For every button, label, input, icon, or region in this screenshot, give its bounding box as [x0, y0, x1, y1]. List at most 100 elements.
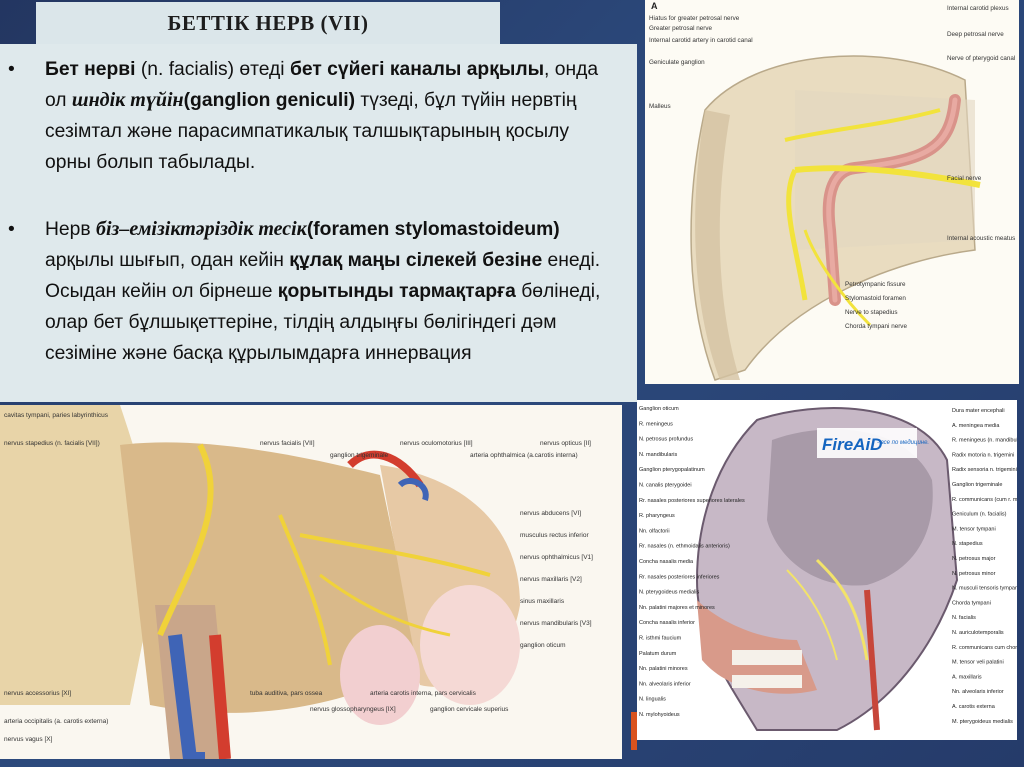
- fc-right-label: N. musculi tensoris tympani: [952, 586, 1017, 592]
- watermark-logo: FireAiD: [822, 435, 882, 454]
- bullet-1-part: , онда ол: [45, 59, 599, 111]
- fc-left-label: Rr. nasales (n. ethmoidalis anterioris): [639, 544, 730, 550]
- fc-right-label: M. pterygoideus medialis: [952, 719, 1013, 725]
- fc-left-label: Concha nasalis media: [639, 559, 694, 565]
- fc-right-label: N. auriculotemporalis: [952, 630, 1004, 636]
- fa-left-label: Greater petrosal nerve: [649, 25, 712, 32]
- fb-right-label: nervus abducens [VI]: [520, 510, 581, 517]
- fb-left-label: nervus accessorius [XI]: [4, 690, 71, 697]
- bullet-2-branches: қорытынды тармақтарға: [277, 281, 516, 302]
- fa-right-label: Deep petrosal nerve: [947, 31, 1004, 38]
- bullet-1-text: Бет нерві (n. facialis) өтеді бет сүйегі…: [45, 54, 608, 178]
- bullet-dot: •: [8, 219, 15, 240]
- fc-right-label: Dura mater encephali: [952, 408, 1005, 414]
- bullet-2-part: Нерв: [45, 219, 96, 240]
- fb-top-label: ganglion trigeminale: [330, 452, 389, 459]
- fc-right-label: Radix motoria n. trigemini: [952, 452, 1014, 458]
- fc-right-label: A. maxillaris: [952, 674, 982, 680]
- fb-left-label: nervus vagus [X]: [4, 736, 53, 743]
- fc-left-label: Rr. nasales posteriores inferiores: [639, 574, 720, 580]
- fc-left-label: N. lingualis: [639, 697, 666, 703]
- figure-letter: A: [651, 1, 658, 11]
- fc-right-label: M. tensor veli palatini: [952, 660, 1004, 666]
- bullet-2-part: енеді. Осыдан кейін ол бірнеше: [45, 250, 601, 302]
- fc-right-label: N. stapedius: [952, 541, 983, 547]
- fc-left-label: N. pterygoideus medialis: [639, 590, 699, 596]
- fc-right-label: Geniculum (n. facialis): [952, 512, 1007, 518]
- fc-left-label: Nn. alveolaris inferior: [639, 681, 691, 687]
- fc-right-label: R. communicans cum chorda tympani: [952, 645, 1017, 651]
- fc-right-label: N. petrosus major: [952, 556, 996, 562]
- fc-left-label: N. mandibularis: [639, 452, 677, 458]
- fb-left-label: cavitas tympani, paries labyrinthicus: [4, 412, 109, 419]
- fc-left-label: N. canalis pterygoidei: [639, 483, 692, 489]
- fb-top-label: arteria ophthalmica (a.carotis interna): [470, 452, 578, 459]
- fc-left-label: Nn. olfactorii: [639, 528, 670, 534]
- bullet-2-gland: құлақ маңы сілекей безіне: [289, 250, 543, 271]
- figure-skull-dissection: cavitas tympani, paries labyrinthicus ner…: [0, 405, 622, 759]
- fa-bottom-label: Stylomastoid foramen: [845, 295, 906, 302]
- title-box: БЕТТІК НЕРВ (VII): [36, 2, 500, 45]
- fc-right-label: Ganglion trigeminale: [952, 482, 1002, 488]
- fa-bottom-label: Chorda tympani nerve: [845, 323, 907, 330]
- fc-right-label: Chorda tympani: [952, 600, 991, 606]
- fb-right-label: nervus mandibularis [V3]: [520, 620, 592, 627]
- fa-left-label: Geniculate ganglion: [649, 59, 705, 66]
- fa-right-label: Internal acoustic meatus: [947, 235, 1015, 242]
- fc-right-label: A. meningea media: [952, 423, 1000, 429]
- facial-canal-illustration: A Hiatus for greater petrosal nerveGreat…: [649, 1, 1015, 381]
- text-panel: • Бет нерві (n. facialis) өтеді бет сүйе…: [0, 44, 637, 402]
- fb-bottom-label: tuba auditiva, pars ossea: [250, 690, 323, 697]
- skull-dissection-illustration: cavitas tympani, paries labyrinthicus ner…: [0, 405, 593, 759]
- fb-right-label: sinus maxillaris: [520, 598, 565, 605]
- fc-right-label: R. meningeus (n. mandibularis): [952, 438, 1017, 444]
- fb-right-label: nervus ophthalmicus [V1]: [520, 554, 593, 561]
- fc-right-label: N. petrosus minor: [952, 571, 996, 577]
- bullet-dot: •: [8, 59, 15, 80]
- bullet-1-term: Бет нерві: [45, 59, 136, 80]
- fc-right-label: Radix sensoria n. trigemini: [952, 467, 1017, 473]
- fc-left-label: Palatum durum: [639, 651, 677, 657]
- bullet-2-part: арқылы шығып, одан кейін: [45, 250, 290, 271]
- bullet-1-ganglion: шндік түйін: [71, 89, 184, 111]
- fb-right-label: musculus rectus inferior: [520, 532, 589, 539]
- fa-left-label: Malleus: [649, 103, 671, 110]
- head-section-illustration: FireAiD - все по медицине. Ganglion otic…: [639, 406, 1017, 731]
- fc-left-label: N. petrosus profundus: [639, 437, 693, 443]
- fa-right-label: Facial nerve: [947, 175, 982, 182]
- fb-left-label: nervus stapedius (n. facialis [VII]): [4, 440, 100, 447]
- fc-left-label: N. mylohyoideus: [639, 712, 680, 718]
- fc-left-label: R. isthmi faucium: [639, 636, 682, 642]
- bullet-2-text: Нерв біз–емізіктәріздік тесік(foramen st…: [45, 214, 608, 369]
- fc-right-label: R. communicans (cum r. meningeo): [952, 497, 1017, 503]
- fa-right-label: Nerve of pterygoid canal: [947, 55, 1015, 62]
- bullet-1-part: (n. facialis) өтеді: [135, 59, 290, 80]
- fc-left-label: Ganglion oticum: [639, 406, 679, 412]
- bullet-2: • Нерв біз–емізіктәріздік тесік(foramen …: [8, 214, 608, 369]
- fb-left-label: arteria occipitalis (a. carotis externa): [4, 718, 108, 725]
- fb-bottom-label: nervus glossopharyngeus [IX]: [310, 706, 396, 713]
- fc-left-label: Nn. palatini minores: [639, 666, 688, 672]
- slide-title: БЕТТІК НЕРВ (VII): [167, 11, 369, 35]
- fc-left-label: Ganglion pterygopalatinum: [639, 467, 705, 473]
- fc-right-label: A. carotis externa: [952, 704, 996, 710]
- fa-left-label: Internal carotid artery in carotid canal: [649, 37, 753, 44]
- fb-right-label: ganglion oticum: [520, 642, 566, 649]
- fa-bottom-label: Petrotympanic fissure: [845, 281, 906, 288]
- bullet-1: • Бет нерві (n. facialis) өтеді бет сүйе…: [8, 54, 608, 178]
- fa-right-label: Internal carotid plexus: [947, 5, 1009, 12]
- fc-left-label: Rr. nasales posteriores superiores later…: [639, 498, 745, 504]
- fc-right-label: N. facialis: [952, 615, 976, 621]
- fc-left-label: Nn. palatini majores et minores: [639, 605, 715, 611]
- fb-bottom-label: arteria carotis interna, pars cervicalis: [370, 690, 477, 697]
- bullet-1-canal: бет сүйегі каналы арқылы: [289, 59, 545, 80]
- fc-left-label: R. meningeus: [639, 421, 673, 427]
- fc-left-label: R. pharyngeus: [639, 513, 675, 519]
- bullet-2-part: бөлінеді, олар бет бұлшықеттеріне, тілді…: [45, 281, 601, 364]
- fb-top-label: nervus opticus [II]: [540, 440, 591, 447]
- bullet-2-latin: (foramen stylomastoideum): [306, 219, 560, 240]
- figure-head-section: FireAiD - все по медицине. Ganglion otic…: [637, 400, 1017, 740]
- fb-right-label: nervus maxillaris [V2]: [520, 576, 582, 583]
- fa-bottom-label: Nerve to stapedius: [845, 309, 898, 316]
- watermark-sub: - все по медицине.: [877, 440, 929, 446]
